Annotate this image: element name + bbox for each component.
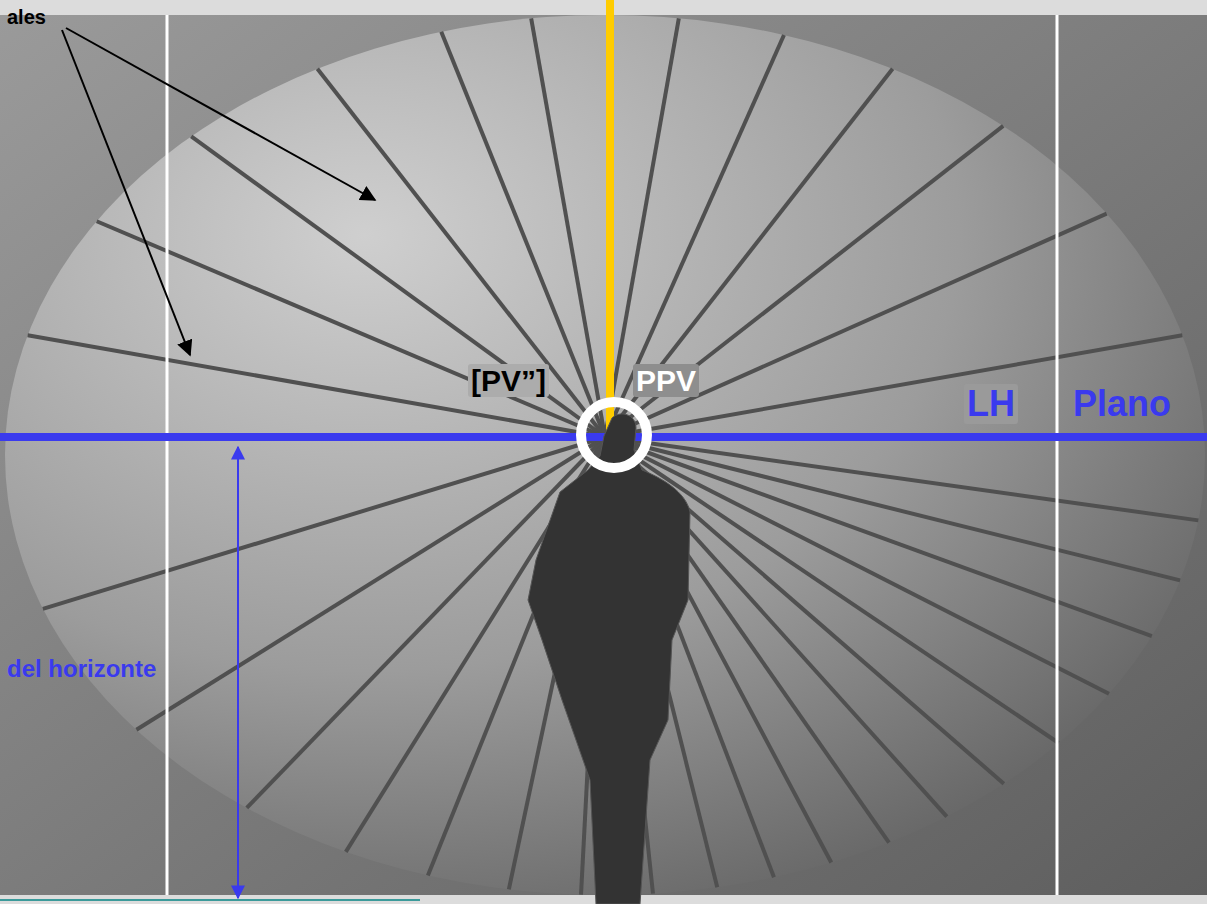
visual-ray — [605, 437, 1198, 520]
visual-ray — [605, 35, 784, 437]
visual-ray — [605, 69, 893, 437]
visual-ray — [441, 32, 605, 437]
leader-line — [62, 30, 190, 355]
frame-line — [166, 15, 169, 895]
visual-ray — [317, 69, 605, 437]
frame-line — [1056, 15, 1059, 895]
height-dimension-arrow — [237, 447, 239, 898]
leader-line — [66, 28, 375, 200]
visual-ray — [605, 335, 1182, 437]
point-label: [PV”] — [468, 364, 549, 397]
view-point-ring — [581, 402, 647, 468]
visual-ray — [28, 335, 605, 437]
visual-ray — [43, 437, 605, 609]
visual-ray — [605, 214, 1107, 437]
line-label: LH — [964, 384, 1018, 424]
plane-label: Plano — [1070, 384, 1174, 424]
plane-label: del horizonte — [4, 656, 159, 682]
callout-label: ales — [4, 6, 49, 28]
ground-line — [0, 899, 420, 901]
observer-silhouette — [528, 414, 690, 904]
visual-ray — [605, 126, 1003, 437]
point-label: PPV — [633, 364, 699, 397]
